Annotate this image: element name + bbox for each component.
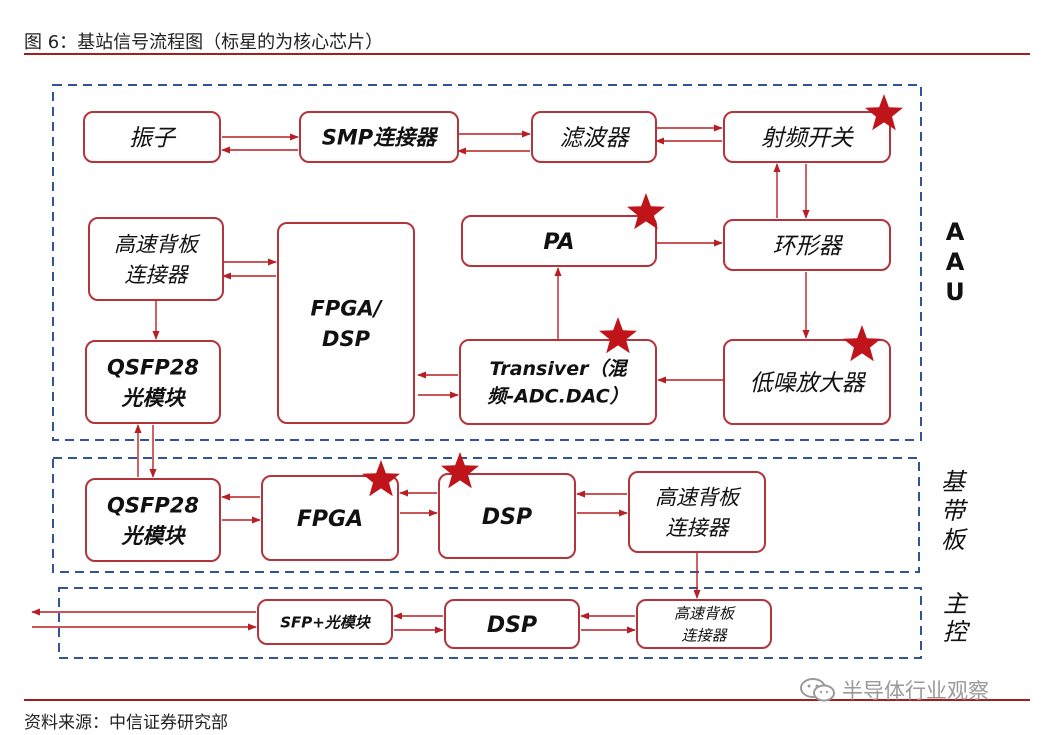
block-label: PA xyxy=(543,230,574,255)
block-box xyxy=(85,478,221,562)
region-baseband xyxy=(52,457,920,573)
block-fpga_dsp: FPGA/DSP xyxy=(277,222,415,424)
block-label: 高速背板连接器 xyxy=(655,485,742,539)
block-box xyxy=(261,475,399,561)
block-label: FPGA/DSP xyxy=(311,296,384,350)
star-icon xyxy=(843,325,881,362)
block-box xyxy=(723,111,891,163)
block-label: DSP xyxy=(487,613,537,638)
block-bp_aau: 高速背板连接器 xyxy=(88,217,224,301)
block-lvboqi: 滤波器 xyxy=(531,111,657,163)
block-label: SMP连接器 xyxy=(322,126,439,150)
wechat-icon xyxy=(800,678,835,702)
block-label: FPGA xyxy=(297,507,363,532)
block-box xyxy=(461,215,657,267)
block-label: DSP xyxy=(482,505,532,530)
region-label-baseband: 基带板 xyxy=(941,468,969,554)
block-zhenzi: 振子 xyxy=(83,111,221,163)
block-pa: PA xyxy=(461,193,665,267)
block-bp_bb: 高速背板连接器 xyxy=(628,471,766,553)
block-box xyxy=(277,222,415,424)
block-fpga_bb: FPGA xyxy=(261,460,400,561)
block-huanxing: 环形器 xyxy=(723,219,891,271)
block-label: 高速背板连接器 xyxy=(114,232,201,286)
block-dsp_main: DSP xyxy=(444,599,580,649)
block-bp_main: 高速背板连接器 xyxy=(636,599,772,649)
block-box xyxy=(438,473,576,559)
star-icon xyxy=(599,317,637,354)
star-icon xyxy=(362,460,400,497)
block-box xyxy=(83,111,221,163)
block-box xyxy=(723,339,891,425)
block-box xyxy=(299,111,459,163)
watermark: 半导体行业观察 xyxy=(798,677,989,703)
block-label: 高速背板连接器 xyxy=(674,605,736,645)
block-box xyxy=(444,599,580,649)
block-label: Transiver（混频-ADC.DAC） xyxy=(487,358,628,408)
block-box xyxy=(257,599,393,645)
block-box xyxy=(88,217,224,301)
block-box xyxy=(628,471,766,553)
top-rule xyxy=(24,53,1030,55)
block-box xyxy=(531,111,657,163)
bottom-rule xyxy=(24,699,1030,701)
block-box xyxy=(85,340,221,424)
region-label-main: 主控 xyxy=(943,590,971,646)
block-label: 滤波器 xyxy=(560,125,631,151)
block-sfp: SFP+光模块 xyxy=(257,599,393,645)
block-box xyxy=(459,339,657,425)
block-label: 环形器 xyxy=(773,233,844,259)
block-box xyxy=(723,219,891,271)
block-label: SFP+光模块 xyxy=(280,613,372,631)
block-smp: SMP连接器 xyxy=(299,111,459,163)
star-icon xyxy=(865,94,903,131)
star-icon xyxy=(441,452,479,489)
block-shepin: 射频开关 xyxy=(723,94,903,163)
block-transiver: Transiver（混频-ADC.DAC） xyxy=(459,317,657,425)
figure-source: 资料来源：中信证券研究部 xyxy=(24,713,228,733)
figure-title: 图 6：基站信号流程图（标星的为核心芯片） xyxy=(24,32,384,53)
star-icon xyxy=(627,193,665,230)
block-box xyxy=(636,599,772,649)
block-label: 振子 xyxy=(129,125,177,151)
watermark-text: 半导体行业观察 xyxy=(842,679,989,703)
block-dizao: 低噪放大器 xyxy=(723,325,891,425)
block-dsp_bb: DSP xyxy=(438,452,576,559)
block-label: 低噪放大器 xyxy=(750,370,867,396)
region-aau xyxy=(52,84,922,441)
block-label: 射频开关 xyxy=(761,125,854,151)
